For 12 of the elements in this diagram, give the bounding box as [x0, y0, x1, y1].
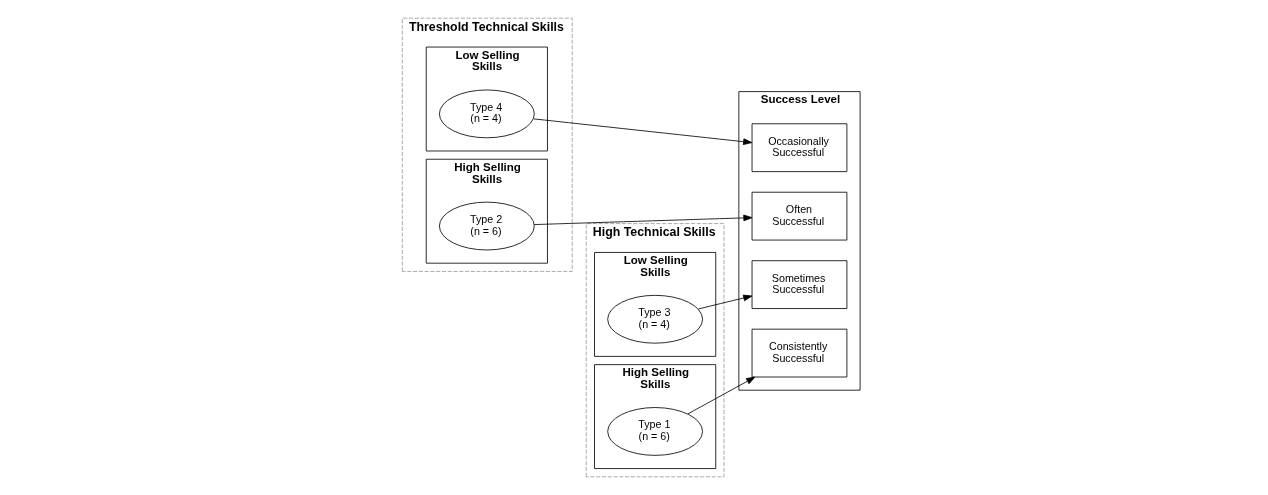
- node-ellipse: Type 4 (n = 4): [438, 89, 535, 139]
- node-ellipse: Type 3 (n = 4): [606, 294, 703, 344]
- arrow: [533, 214, 752, 225]
- node-box: Sometimes Successful: [751, 260, 847, 309]
- node-box: Often Successful: [751, 191, 847, 241]
- arrow: [687, 376, 755, 415]
- arrow: [697, 294, 752, 310]
- node-ellipse: Type 1 (n = 6): [606, 407, 703, 456]
- node-box: Consistently Successful: [751, 328, 847, 378]
- node-ellipse: Type 2 (n = 6): [438, 201, 535, 251]
- arrow: [532, 118, 752, 145]
- node-box: Occasionally Successful: [751, 123, 847, 172]
